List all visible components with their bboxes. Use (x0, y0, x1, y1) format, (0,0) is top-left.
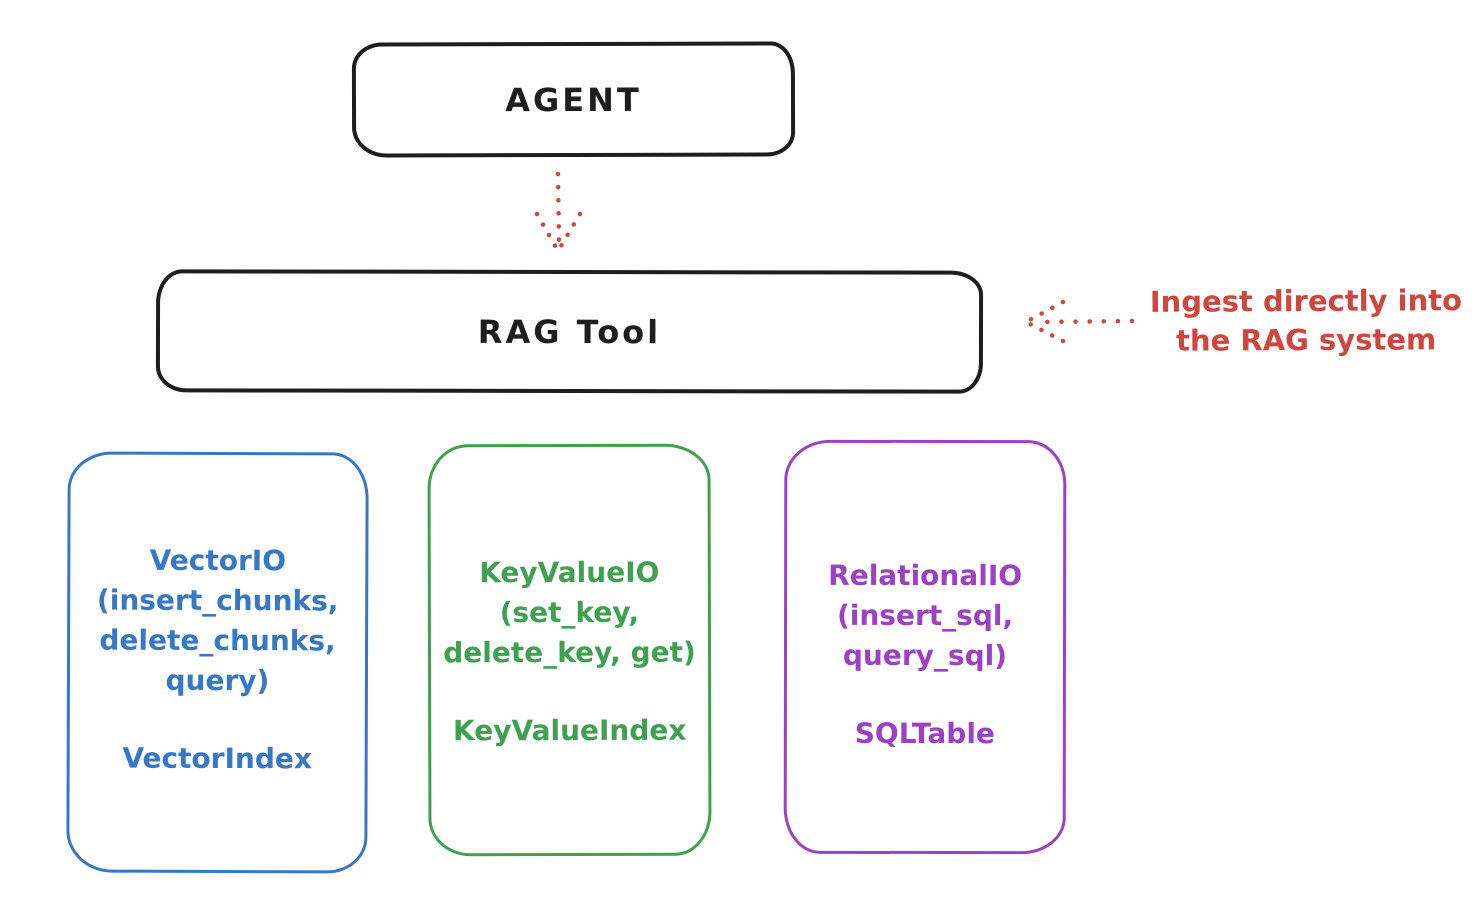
vector-index-label: VectorIndex (122, 741, 313, 776)
agent-node-label: AGENT (505, 80, 642, 119)
arrow-wing-bottom (1023, 319, 1066, 344)
vector-io-line: VectorIO (149, 543, 287, 578)
vector-io-line: (insert_chunks, (96, 583, 339, 618)
ingest-annotation: Ingest directly into the RAG system (1138, 281, 1474, 361)
vector-io-node: VectorIO (insert_chunks, delete_chunks, … (66, 451, 369, 874)
arrow-wing-left (534, 211, 561, 254)
keyvalue-io-line: KeyValueIO (479, 555, 660, 590)
agent-to-ragtool-dotted-arrow (534, 171, 583, 254)
rag-tool-node-label: RAG Tool (477, 312, 662, 351)
arrow-wing-right (555, 211, 583, 254)
relational-io-line: (insert_sql, (836, 598, 1014, 633)
ingest-annotation-line2: the RAG system (1175, 322, 1437, 358)
annotation-to-ragtool-dotted-arrow (1023, 299, 1135, 344)
keyvalue-io-node: KeyValueIO (set_key, delete_key, get) Ke… (427, 443, 712, 857)
relational-io-line: RelationalIO (828, 558, 1023, 593)
sql-table-label: SQLTable (854, 716, 995, 751)
rag-tool-node: RAG Tool (155, 269, 984, 394)
relational-io-line: query_sql) (842, 638, 1008, 673)
arrow-shaft (555, 171, 562, 243)
keyvalue-io-line: (set_key, (499, 595, 640, 630)
relational-io-node: RelationalIO (insert_sql, query_sql) SQL… (783, 439, 1067, 855)
ingest-annotation-line1: Ingest directly into (1149, 283, 1463, 319)
vector-io-line: query) (165, 663, 270, 698)
arrow-wing-top (1023, 299, 1066, 325)
keyvalue-index-label: KeyValueIndex (452, 713, 687, 748)
keyvalue-io-line: delete_key, get) (443, 635, 696, 670)
agent-node: AGENT (351, 41, 796, 158)
vector-io-line: delete_chunks, (99, 623, 336, 658)
arrow-shaft (1039, 318, 1135, 325)
